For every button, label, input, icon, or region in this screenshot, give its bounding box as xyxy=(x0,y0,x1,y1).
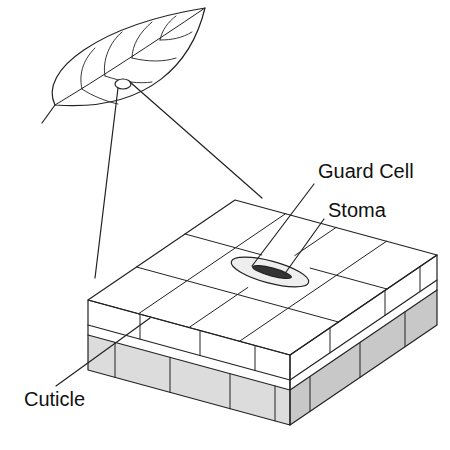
part-label: Guard Cell xyxy=(318,160,414,182)
part-label: Stoma xyxy=(328,199,386,221)
part-label: Cuticle xyxy=(24,388,85,410)
